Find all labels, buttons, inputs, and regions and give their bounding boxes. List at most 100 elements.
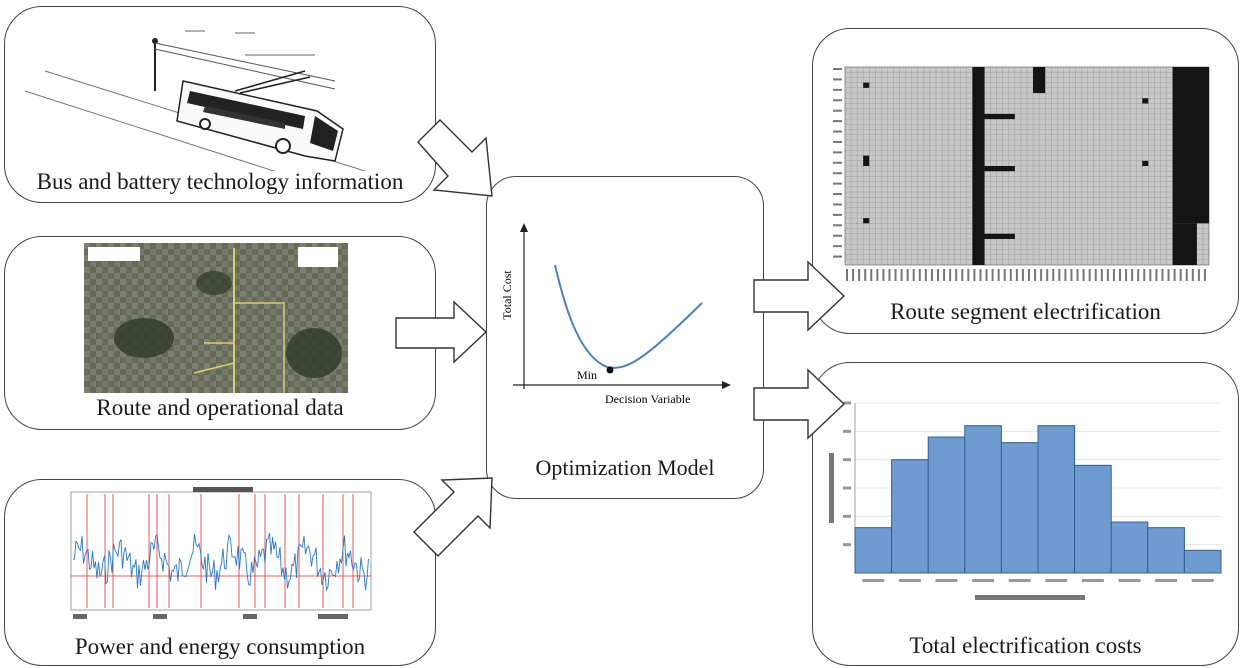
route-data-caption: Route and operational data bbox=[96, 395, 344, 420]
heatmap-ytick bbox=[833, 109, 842, 112]
heatmap-xtick bbox=[1040, 269, 1043, 281]
heatmap-xtick bbox=[918, 269, 921, 281]
route-segment-panel: Route segment electrification bbox=[812, 28, 1239, 334]
heatmap-xtick bbox=[1003, 269, 1006, 281]
heatmap-xtick bbox=[1009, 269, 1012, 281]
total-costs-caption: Total electrification costs bbox=[909, 633, 1142, 658]
heatmap-electrified-cell bbox=[1142, 98, 1149, 104]
heatmap-ytick bbox=[833, 140, 842, 143]
heatmap-electrified-cell bbox=[1172, 223, 1197, 265]
heatmap-xtick bbox=[906, 269, 909, 281]
heatmap-xtick bbox=[1143, 269, 1146, 281]
heatmap-xtick bbox=[1070, 269, 1073, 281]
histogram-bar bbox=[1183, 549, 1222, 574]
heatmap-ytick bbox=[833, 224, 842, 227]
histogram-xtick bbox=[1045, 579, 1068, 582]
heatmap-xtick bbox=[1064, 269, 1067, 281]
cost-curve-plot: Total Cost Min Decision Variable bbox=[500, 223, 731, 406]
cost-histogram bbox=[829, 401, 1222, 600]
heatmap-electrified-cell bbox=[1142, 160, 1149, 166]
heatmap-xtick bbox=[979, 269, 982, 281]
arrow-model-to-costs bbox=[753, 368, 846, 440]
histogram-xtick bbox=[935, 579, 958, 582]
histogram-ytick bbox=[843, 429, 851, 433]
histogram-bar bbox=[1037, 425, 1076, 574]
heatmap-ytick bbox=[833, 130, 842, 133]
heatmap-xtick bbox=[1082, 269, 1085, 281]
heatmap-xtick bbox=[1100, 269, 1103, 281]
histogram-xtick bbox=[972, 579, 995, 582]
heatmap-xtick bbox=[1034, 269, 1037, 281]
heatmap-xtick bbox=[961, 269, 964, 281]
power-energy-caption: Power and energy consumption bbox=[74, 634, 366, 659]
histogram-xtick bbox=[1118, 579, 1141, 582]
histogram-xtick bbox=[1081, 579, 1104, 582]
histogram-bar bbox=[1074, 464, 1112, 574]
segment-heatmap bbox=[833, 66, 1210, 281]
x-axis-label: Decision Variable bbox=[605, 392, 690, 406]
heatmap-xtick bbox=[1028, 269, 1030, 281]
histogram-bar bbox=[927, 436, 966, 574]
y-axis-label: Total Cost bbox=[500, 270, 514, 320]
histogram-ytick bbox=[843, 514, 851, 518]
histogram-bar bbox=[854, 527, 893, 574]
heatmap-ytick bbox=[833, 161, 842, 164]
heatmap-xtick bbox=[1052, 269, 1055, 281]
heatmap-ytick bbox=[833, 88, 842, 91]
heatmap-electrified-cell bbox=[863, 82, 870, 88]
heatmap-electrified-cell bbox=[863, 218, 870, 224]
heatmap-xtick bbox=[1131, 269, 1134, 281]
route-segment-caption: Route segment electrification bbox=[890, 299, 1161, 324]
histogram-bar bbox=[1110, 521, 1149, 574]
heatmap-xtick bbox=[985, 269, 988, 281]
histogram-ytick bbox=[843, 458, 851, 462]
histogram-ytick bbox=[843, 486, 851, 490]
heatmap-xtick bbox=[1021, 269, 1024, 281]
heatmap-electrified-cell bbox=[1172, 67, 1209, 224]
heatmap-xtick bbox=[1149, 269, 1152, 281]
route-data-panel: Route and operational data bbox=[4, 236, 436, 430]
heatmap-ytick bbox=[833, 120, 842, 123]
arrow-model-to-segment bbox=[753, 260, 846, 332]
heatmap-ytick bbox=[833, 99, 842, 102]
heatmap-xtick bbox=[930, 269, 933, 281]
heatmap-xtick bbox=[1076, 269, 1079, 281]
heatmap-ytick bbox=[833, 193, 842, 196]
route-map bbox=[84, 243, 348, 393]
heatmap-ytick bbox=[833, 172, 842, 175]
arrow-route-to-model bbox=[395, 300, 488, 364]
heatmap-xtick bbox=[1106, 269, 1109, 281]
arrow-power-to-model bbox=[413, 477, 493, 557]
heatmap-ytick bbox=[833, 182, 842, 185]
heatmap-xtick bbox=[1112, 269, 1115, 281]
heatmap-xtick bbox=[852, 269, 855, 281]
histogram-xtick bbox=[898, 579, 921, 582]
heatmap-xtick bbox=[955, 269, 958, 281]
heatmap-xtick bbox=[1185, 269, 1188, 281]
heatmap-xtick bbox=[1094, 269, 1097, 281]
heatmap-xtick bbox=[894, 269, 897, 281]
arrow-bus-to-model bbox=[417, 119, 493, 197]
heatmap-xtick bbox=[1161, 269, 1164, 281]
heatmap-xtick bbox=[870, 269, 873, 281]
heatmap-electrified-cell bbox=[984, 166, 1015, 172]
heatmap-xtick bbox=[937, 269, 939, 281]
histogram-bar bbox=[964, 425, 1002, 574]
min-label: Min bbox=[577, 368, 597, 382]
heatmap-xtick bbox=[858, 269, 861, 281]
heatmap-electrified-cell bbox=[984, 233, 1015, 239]
heatmap-electrified-cell bbox=[1033, 67, 1046, 94]
heatmap-xtick bbox=[876, 269, 879, 281]
heatmap-ytick bbox=[833, 151, 842, 154]
heatmap-xtick bbox=[1173, 269, 1176, 281]
heatmap-electrified-cell bbox=[863, 155, 870, 166]
heatmap-xtick bbox=[1167, 269, 1170, 281]
heatmap-xtick bbox=[924, 269, 927, 281]
heatmap-xtick bbox=[1119, 269, 1121, 281]
heatmap-xtick bbox=[997, 269, 1000, 281]
heatmap-xtick bbox=[1088, 269, 1091, 281]
power-energy-panel: Power and energy consumption bbox=[4, 479, 436, 666]
histogram-xtick bbox=[1191, 579, 1214, 582]
heatmap-xtick bbox=[949, 269, 952, 281]
heatmap-electrified-cell bbox=[972, 67, 985, 265]
